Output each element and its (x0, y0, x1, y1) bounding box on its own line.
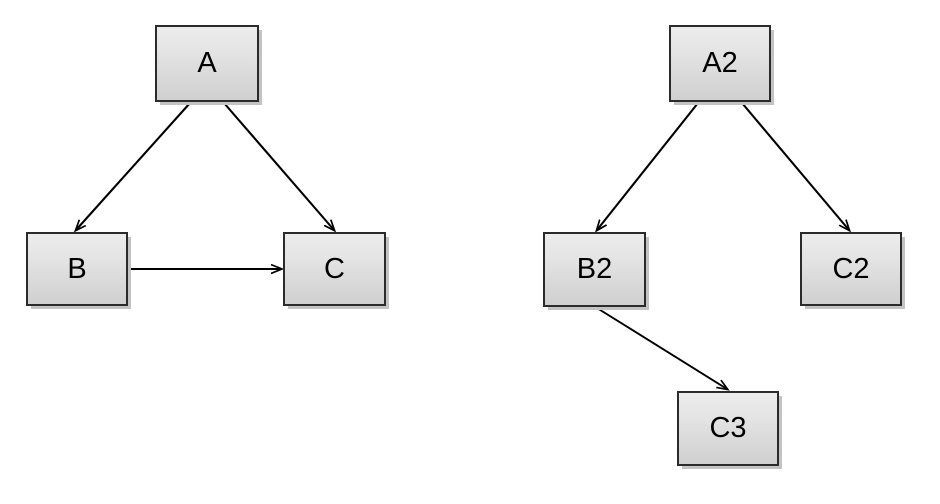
node-c[interactable]: C (283, 232, 386, 306)
node-b[interactable]: B (26, 232, 128, 306)
node-a2[interactable]: A2 (669, 25, 771, 102)
edge-a-c (223, 102, 334, 230)
edge-a2-b2 (597, 102, 699, 230)
node-b2[interactable]: B2 (543, 232, 646, 307)
node-c2-label: C2 (832, 252, 870, 285)
node-c-label: C (324, 252, 345, 285)
node-c3[interactable]: C3 (677, 391, 779, 466)
edge-a2-c2 (741, 102, 849, 230)
node-c3-label: C3 (709, 412, 747, 444)
node-b2-label: B2 (576, 253, 613, 285)
node-a2-label: A2 (702, 47, 738, 79)
edge-b2-c3 (596, 307, 727, 389)
node-a[interactable]: A (155, 25, 259, 102)
node-b-label: B (67, 252, 87, 285)
node-c2[interactable]: C2 (800, 232, 902, 306)
edge-a-b (76, 102, 191, 230)
node-a-label: A (197, 47, 217, 79)
